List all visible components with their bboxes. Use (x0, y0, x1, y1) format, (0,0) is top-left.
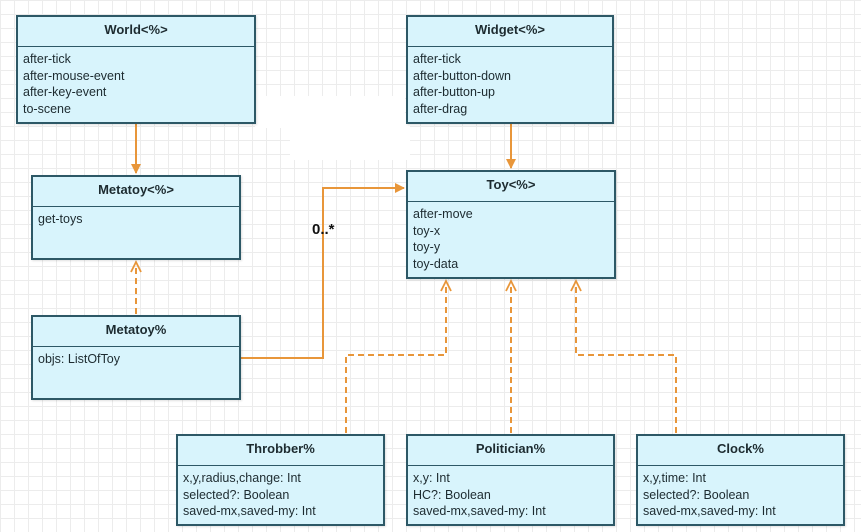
member-item: saved-mx,saved-my: Int (643, 504, 776, 518)
class-politician[interactable]: Politician% x,y: Int HC?: Boolean saved-… (406, 434, 615, 526)
class-world-interface[interactable]: World<%> after-tick after-mouse-event af… (16, 15, 256, 124)
member-item: HC?: Boolean (413, 487, 491, 502)
class-metatoy-interface-members: get-toys (33, 207, 239, 228)
class-metatoy-title: Metatoy% (33, 317, 239, 347)
member-item: after-button-down (413, 68, 511, 83)
class-clock[interactable]: Clock% x,y,time: Int selected?: Boolean … (636, 434, 845, 526)
class-toy-title: Toy<%> (408, 172, 614, 202)
member-item: after-drag (413, 101, 468, 116)
class-metatoy-interface[interactable]: Metatoy<%> get-toys (31, 175, 241, 260)
class-widget-members: after-tick after-button-down after-butto… (408, 47, 612, 117)
member-item: selected?: Boolean (643, 487, 750, 502)
class-world-title: World<%> (18, 17, 254, 47)
member-item: saved-mx,saved-my: Int (413, 504, 546, 518)
member-item: get-toys (38, 212, 83, 226)
class-metatoy-members: objs: ListOfToy (33, 347, 239, 368)
class-widget-title: Widget<%> (408, 17, 612, 47)
class-politician-title: Politician% (408, 436, 613, 466)
member-item: toy-x (413, 223, 441, 238)
class-throbber[interactable]: Throbber% x,y,radius,change: Int selecte… (176, 434, 385, 526)
class-throbber-title: Throbber% (178, 436, 383, 466)
edge-throbber-realizes-toy (345, 278, 452, 433)
member-item: x,y,time: Int (643, 471, 706, 485)
class-toy-members: after-move toy-x toy-y toy-data (408, 202, 614, 272)
association-multiplicity-label: 0..* (312, 221, 335, 238)
class-clock-members: x,y,time: Int selected?: Boolean saved-m… (638, 466, 843, 520)
class-widget-interface[interactable]: Widget<%> after-tick after-button-down a… (406, 15, 614, 124)
member-item: to-scene (23, 101, 71, 116)
class-world-members: after-tick after-mouse-event after-key-e… (18, 47, 254, 117)
class-metatoy[interactable]: Metatoy% objs: ListOfToy (31, 315, 241, 400)
member-item: after-mouse-event (23, 68, 125, 83)
member-item: after-key-event (23, 85, 107, 99)
member-item: after-button-up (413, 85, 495, 99)
member-item: toy-y (413, 240, 441, 254)
member-item: after-tick (23, 52, 71, 66)
class-toy-interface[interactable]: Toy<%> after-move toy-x toy-y toy-data (406, 170, 616, 279)
member-item: objs: ListOfToy (38, 352, 120, 366)
member-item: x,y: Int (413, 471, 450, 485)
edge-metatoy-association-toy (241, 183, 405, 359)
member-item: x,y,radius,change: Int (183, 471, 301, 485)
class-metatoy-interface-title: Metatoy<%> (33, 177, 239, 207)
class-clock-title: Clock% (638, 436, 843, 466)
member-item: after-tick (413, 52, 461, 66)
edge-clock-realizes-toy (570, 278, 677, 433)
class-politician-members: x,y: Int HC?: Boolean saved-mx,saved-my:… (408, 466, 613, 520)
member-item: saved-mx,saved-my: Int (183, 504, 316, 518)
background-patch (290, 120, 410, 160)
class-throbber-members: x,y,radius,change: Int selected?: Boolea… (178, 466, 383, 520)
member-item: selected?: Boolean (183, 487, 290, 502)
member-item: toy-data (413, 256, 459, 271)
member-item: after-move (413, 207, 473, 221)
